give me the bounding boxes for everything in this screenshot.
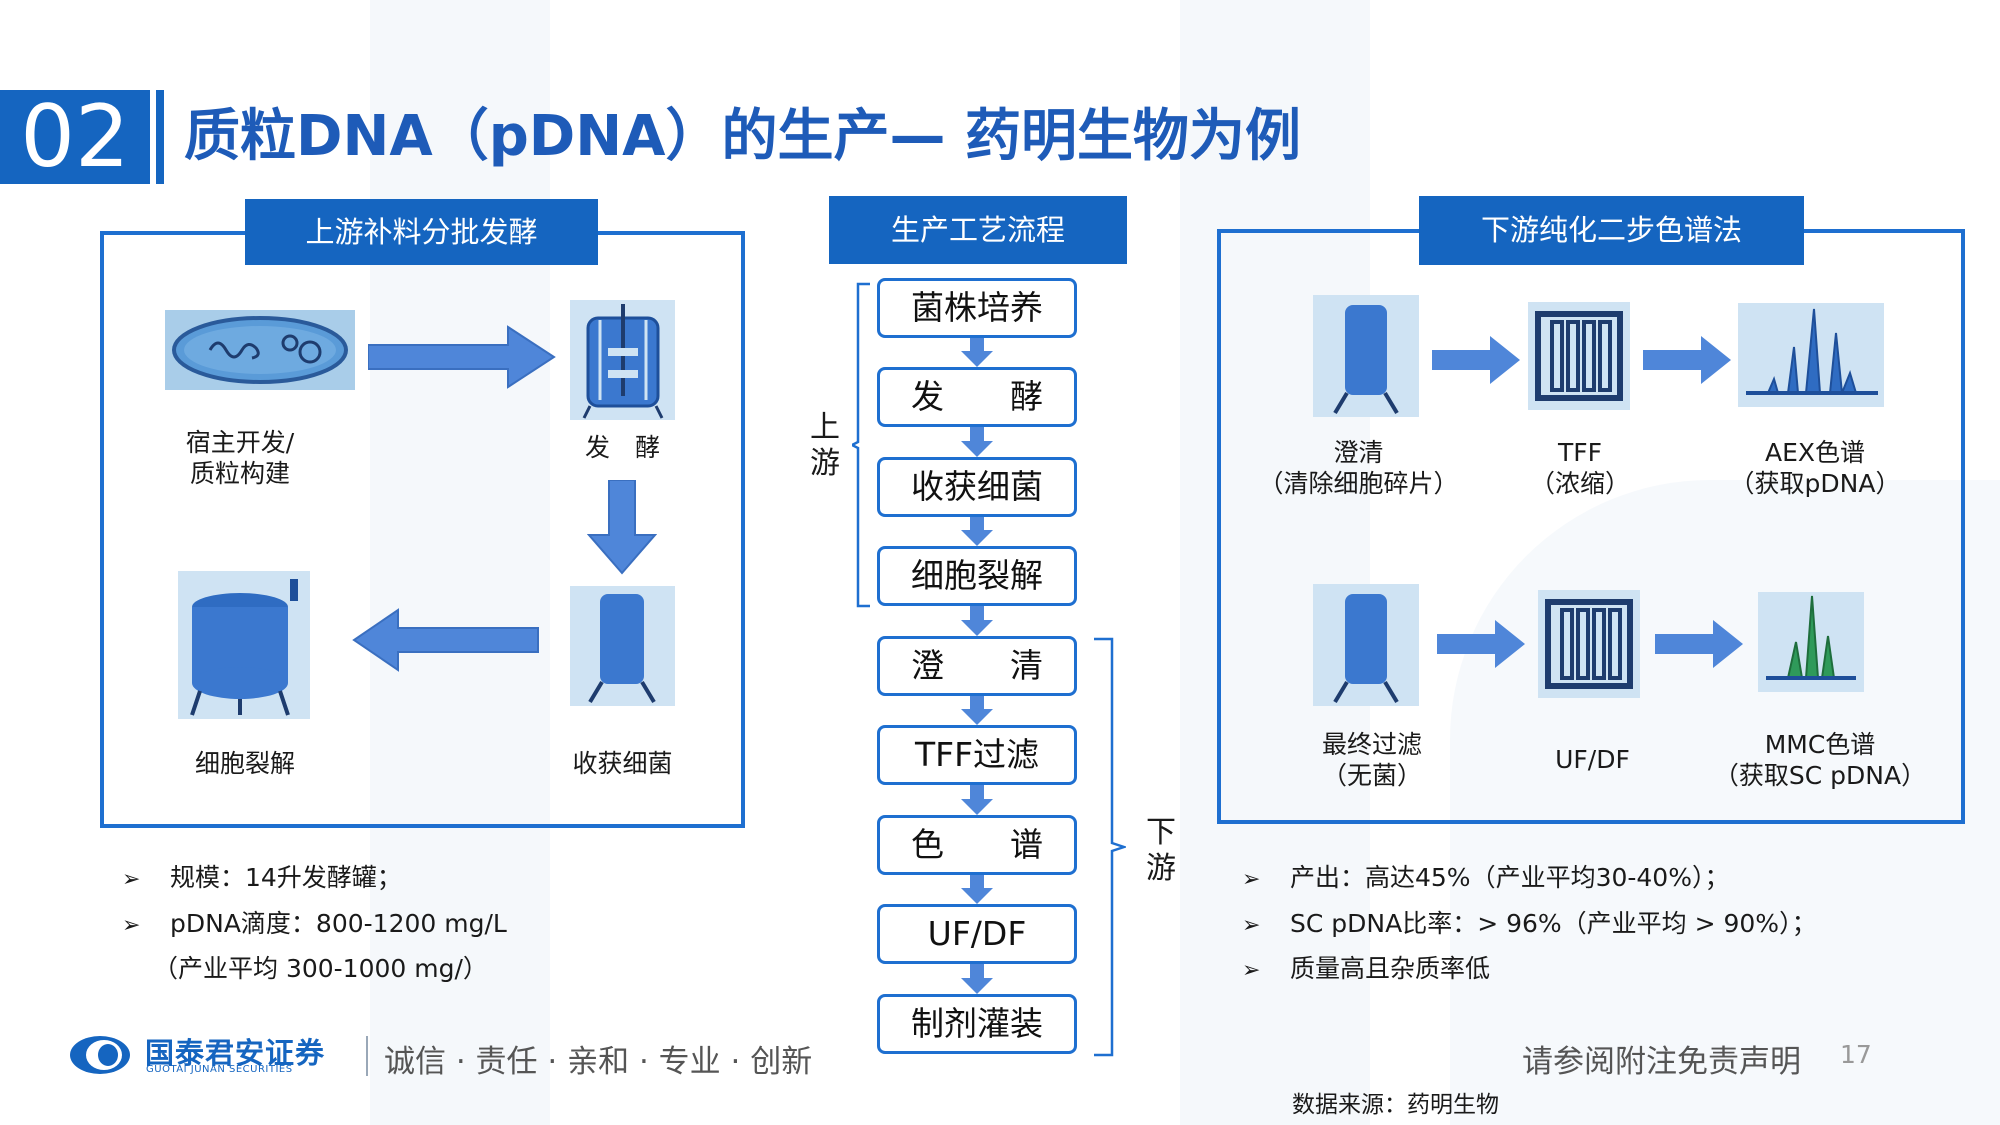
lysis-tank-icon — [178, 571, 310, 719]
label-host-development: 宿主开发/ 质粒构建 — [185, 428, 295, 488]
downstream-bracket — [1094, 637, 1126, 1057]
arrow-right-icon — [1643, 336, 1731, 384]
bacteria-plasmid-icon — [165, 310, 355, 390]
company-logo — [70, 1036, 130, 1074]
arrow-down-icon — [961, 875, 993, 904]
arrow-right-icon — [1655, 620, 1743, 668]
downstream-label: 下游 — [1146, 815, 1176, 886]
background-shape — [1180, 0, 1370, 1125]
arrow-down-icon — [961, 964, 993, 994]
company-name-en: GUOTAI JUNAN SECURITIES — [146, 1064, 293, 1075]
page-title: 质粒DNA（pDNA）的生产— 药明生物为例 — [184, 104, 1301, 169]
background-shape — [1450, 480, 2000, 1125]
disclaimer-link[interactable]: 请参阅附注免责声明 — [1522, 1044, 1801, 1080]
data-source: 数据来源：药明生物 — [1292, 1092, 1499, 1118]
label-fermentation: 发 酵 — [584, 433, 660, 462]
label-harvest: 收获细菌 — [572, 749, 673, 778]
arrow-right-icon — [1432, 336, 1520, 384]
arrow-down-icon — [961, 427, 993, 457]
label-mmc: MMC色谱（获取SC pDNA） — [1713, 730, 1927, 790]
arrow-down-icon — [587, 480, 657, 575]
downstream-bullet: ➢SC pDNA比率：> 96%（产业平均 > 90%）； — [1242, 909, 1817, 938]
downstream-bullet: ➢质量高且杂质率低 — [1242, 954, 1491, 983]
downstream-bullet: ➢产出：高达45%（产业平均30-40%）； — [1242, 863, 1730, 892]
bullet-arrow-icon: ➢ — [1242, 913, 1261, 938]
process-step: 澄 清 — [877, 636, 1077, 696]
footer-slogan: 诚信 · 责任 · 亲和 · 专业 · 创新 — [384, 1044, 813, 1080]
arrow-down-icon — [961, 696, 993, 725]
label-tff: TFF（浓缩） — [1529, 438, 1630, 498]
label-aex: AEX色谱（获取pDNA） — [1729, 438, 1901, 498]
arrow-down-icon — [961, 338, 993, 367]
upstream-bracket — [852, 282, 870, 608]
upstream-bullet-cont: （产业平均 300-1000 mg/） — [153, 954, 488, 983]
process-step: 色 谱 — [877, 815, 1077, 875]
arrow-right-icon — [368, 325, 556, 389]
upstream-bullet: ➢pDNA滴度：800-1200 mg/L — [122, 909, 507, 938]
process-step: 制剂灌装 — [877, 994, 1077, 1054]
arrow-down-icon — [961, 785, 993, 815]
label-final-filter: 最终过滤（无菌） — [1321, 730, 1422, 790]
arrow-down-icon — [961, 606, 993, 636]
label-clarification: 澄清（清除细胞碎片） — [1258, 438, 1459, 498]
header-divider — [156, 90, 164, 184]
upstream-panel-title: 上游补料分批发酵 — [245, 199, 598, 265]
process-step: UF/DF — [877, 904, 1077, 964]
process-panel-title: 生产工艺流程 — [829, 196, 1127, 264]
arrow-left-icon — [352, 608, 539, 672]
process-step: 细胞裂解 — [877, 546, 1077, 606]
chromatogram-icon — [1738, 303, 1884, 407]
clarification-vessel-icon — [1313, 295, 1419, 417]
page-number: 17 — [1840, 1040, 1872, 1069]
bullet-arrow-icon: ➢ — [122, 913, 141, 938]
tff-cassette-icon — [1538, 590, 1640, 698]
label-cell-lysis: 细胞裂解 — [194, 749, 295, 778]
background-shape — [370, 0, 550, 1125]
upstream-label: 上游 — [810, 410, 840, 481]
process-step: 发 酵 — [877, 367, 1077, 427]
bullet-arrow-icon: ➢ — [122, 867, 141, 892]
process-step: 菌株培养 — [877, 278, 1077, 338]
downstream-panel-title: 下游纯化二步色谱法 — [1419, 196, 1804, 265]
process-step: TFF过滤 — [877, 725, 1077, 785]
final-filter-vessel-icon — [1313, 584, 1419, 706]
arrow-right-icon — [1437, 620, 1525, 668]
process-step: 收获细菌 — [877, 457, 1077, 517]
bullet-arrow-icon: ➢ — [1242, 867, 1261, 892]
arrow-down-icon — [961, 517, 993, 546]
bullet-arrow-icon: ➢ — [1242, 958, 1261, 983]
upstream-bullet: ➢规模：14升发酵罐； — [122, 863, 402, 892]
section-number: 02 — [0, 90, 150, 184]
chromatogram-icon — [1758, 592, 1864, 692]
tff-cassette-icon — [1528, 302, 1630, 410]
harvest-vessel-icon — [570, 586, 675, 706]
label-ufdf: UF/DF — [1555, 745, 1630, 774]
company-name-cn: 国泰君安证券 — [145, 1036, 326, 1070]
fermenter-icon — [570, 300, 675, 420]
footer-divider — [366, 1036, 368, 1076]
